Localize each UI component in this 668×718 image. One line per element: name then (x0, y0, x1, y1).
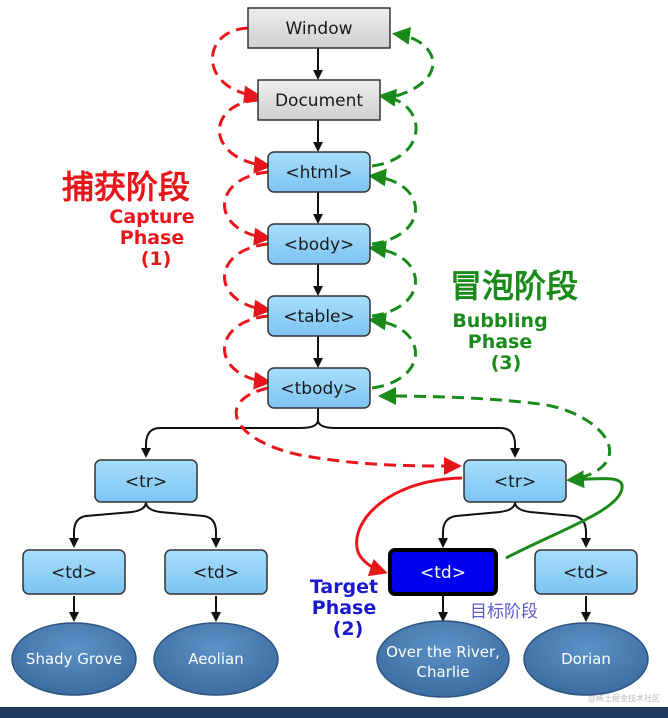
bubble-arrow-table-body (368, 240, 417, 318)
node-td-1: <td> (22, 549, 126, 595)
connector-trleft-td2 (145, 501, 221, 548)
capture-phase-line2: Phase (120, 227, 184, 249)
leaf-over-the-river-line2: Charlie (417, 663, 470, 681)
node-td-target: <td> (388, 548, 498, 596)
capture-arrow-tbody-tr (234, 386, 462, 475)
watermark-text: @稀土掘金技术社区 (588, 693, 660, 703)
node-tbody: <tbody> (267, 367, 371, 409)
leaf-shady-grove: Shady Grove (11, 622, 137, 696)
footer-bar (0, 707, 668, 718)
bubble-arrow-tbody-table (368, 312, 417, 390)
node-td-target-label: <td> (420, 563, 466, 583)
connector-trright-td3 (438, 501, 516, 548)
target-phase-cn: 目标阶段 (470, 602, 538, 622)
capture-arrow-window-document (211, 26, 262, 104)
node-td-2: <td> (164, 549, 268, 595)
node-tr-left-label: <tr> (125, 472, 167, 492)
node-td-1-label: <td> (51, 563, 97, 583)
connector-trright-td4 (514, 501, 591, 548)
bubble-arrow-body-html (368, 168, 417, 246)
node-document: Document (257, 79, 381, 121)
capture-phase-label: 捕获阶段 Capture Phase (1) (62, 168, 195, 270)
node-table-label: <table> (283, 307, 355, 327)
capture-arrow-document-html (218, 98, 272, 174)
capture-phase-line1: Capture (109, 206, 194, 228)
capture-phase-line3: (1) (141, 248, 172, 270)
node-td-2-label: <td> (193, 563, 239, 583)
node-body-label: <body> (284, 235, 355, 255)
target-phase-line1: Target (310, 576, 378, 598)
node-tr-left: <tr> (94, 459, 198, 503)
bubble-arrow-td-tr (505, 470, 624, 560)
capture-arrow-table-tbody (223, 314, 272, 390)
leaf-dorian-label: Dorian (561, 650, 611, 668)
bubbling-phase-line3: (3) (491, 352, 522, 374)
target-arrow-tr-td (355, 476, 463, 577)
leaf-aeolian-label: Aeolian (188, 650, 243, 668)
target-phase-line2: Phase (312, 597, 376, 619)
target-phase-label: Target Phase (2) 目标阶段 (310, 576, 538, 640)
leaf-dorian: Dorian (523, 622, 649, 696)
node-tr-right: <tr> (463, 459, 567, 503)
node-tbody-label: <tbody> (280, 379, 357, 399)
node-body: <body> (267, 223, 371, 265)
node-html-label: <html> (285, 163, 352, 183)
node-html: <html> (267, 151, 371, 193)
leaf-over-the-river-line1: Over the River, (386, 643, 500, 661)
node-td-4-label: <td> (563, 563, 609, 583)
node-window: Window (247, 7, 391, 49)
bubbling-phase-label: 冒泡阶段 Bubbling Phase (3) (450, 267, 578, 374)
node-window-label: Window (285, 19, 352, 39)
connector-trleft-td1 (69, 501, 147, 548)
capture-arrow-html-body (223, 170, 272, 246)
bubble-arrow-document-window (392, 26, 435, 98)
node-tr-right-label: <tr> (494, 472, 536, 492)
bubble-arrow-html-document (371, 88, 418, 168)
bubbling-phase-line2: Phase (468, 331, 532, 353)
capture-phase-cn: 捕获阶段 (62, 168, 190, 206)
bubbling-arrows (368, 26, 612, 480)
bubble-arrow-tr-tbody (378, 387, 612, 480)
capture-arrows (211, 26, 462, 475)
leaf-over-the-river: Over the River, Charlie (376, 620, 510, 698)
node-document-label: Document (275, 91, 363, 111)
bubbling-phase-cn: 冒泡阶段 (450, 267, 578, 305)
connector-tbody-tr-right (317, 419, 520, 458)
connector-tbody-trs (141, 408, 319, 458)
node-td-4: <td> (534, 549, 638, 595)
capture-arrow-body-table (223, 242, 272, 318)
leaf-shady-grove-label: Shady Grove (26, 650, 122, 668)
node-table: <table> (267, 295, 371, 337)
leaf-aeolian: Aeolian (153, 622, 279, 696)
tree-connectors (69, 48, 591, 622)
target-phase-line3: (2) (333, 618, 364, 640)
bubbling-phase-line1: Bubbling (452, 310, 547, 332)
